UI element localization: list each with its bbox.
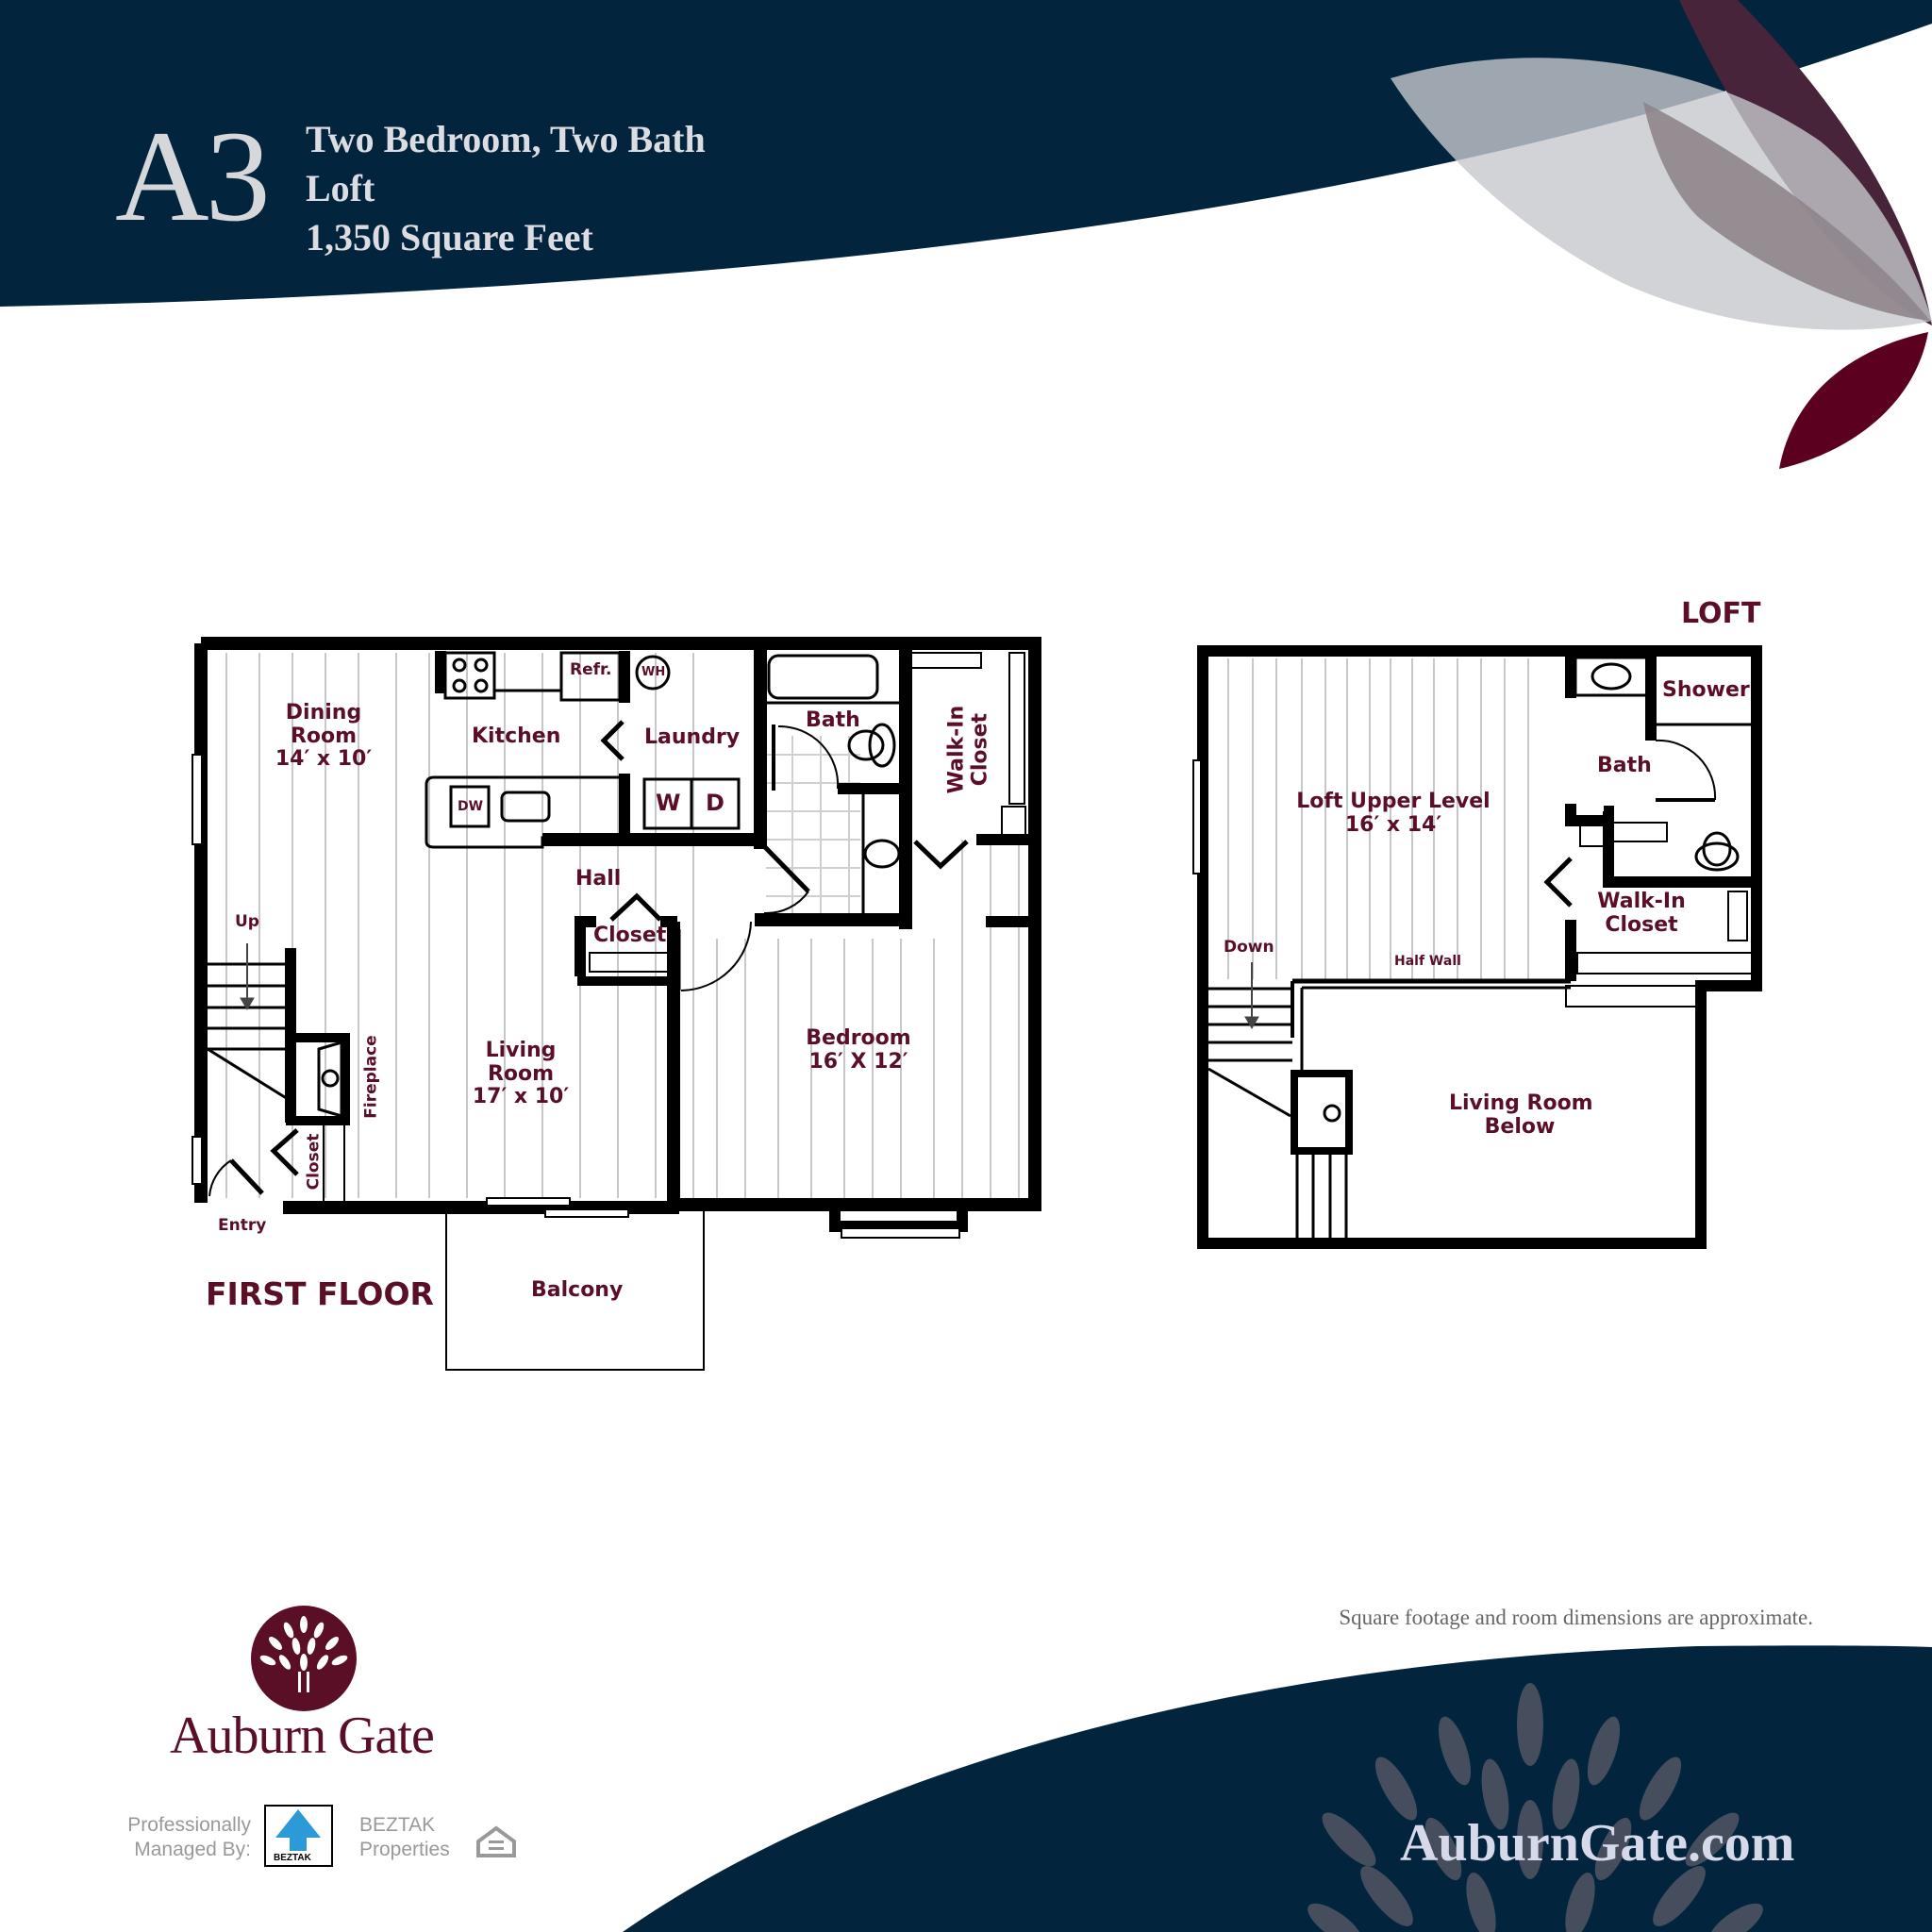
dishwasher-label: DW [458,799,484,814]
fireplace-label: Fireplace [361,1035,381,1119]
loft-walkin-name-2: Closet [1605,912,1678,937]
managed-by-text: Professionally Managed By: [121,1813,251,1863]
disclaimer: Square footage and room dimensions are a… [1339,1606,1813,1629]
company-line-2: Properties [359,1839,450,1861]
loft-upper-dims: 16′ x 14′ [1344,812,1442,837]
beztak-logo [264,1805,333,1867]
footer-band [623,1645,1932,1932]
plan-code: A3 [115,104,271,248]
dining-room-label: Dining Room 14′ x 10′ [270,701,377,772]
stairs-up-label: Up [235,912,259,931]
living-room-label: Living Room 17′ x 10′ [464,1039,577,1109]
walkin-closet-label: Walk-In Closet [944,698,991,802]
company-name: BEZTAK Properties [359,1813,450,1863]
half-wall-label: Half Wall [1394,954,1461,969]
living-room-below-label: Living Room Below [1449,1091,1593,1139]
dryer-label: D [706,790,724,816]
living-below-name-1: Living Room [1449,1091,1593,1115]
living-below-name-2: Below [1484,1114,1556,1139]
balcony-label: Balcony [531,1278,624,1302]
beztak-badge-label: BEZTAK [274,1853,311,1863]
plan-type: Loft [306,167,375,209]
plan-bed-bath: Two Bedroom, Two Bath [306,118,706,160]
bedroom-dims: 16′ X 12′ [808,1049,908,1074]
dining-dims: 14′ x 10′ [275,747,373,772]
loft-plan [1192,645,1762,1249]
dining-name-2: Room [290,724,358,748]
loft-upper-name: Loft Upper Level [1296,790,1491,813]
living-dims: 17′ x 10′ [472,1085,570,1109]
loft-bath-label: Bath [1597,754,1652,777]
first-floor-plan [192,637,1041,1371]
hall-closet-label: Closet [593,924,667,947]
shower-label: Shower [1662,678,1750,702]
bath-label: Bath [806,708,860,732]
bath-tiles [766,736,860,915]
living-name-1: Living [485,1039,557,1062]
company-line-1: BEZTAK [359,1814,436,1836]
loft-walkin-closet-label: Walk-In Closet [1594,890,1689,937]
entry-label: Entry [218,1216,267,1235]
loft-title: LOFT [1681,597,1761,630]
plan-square-feet: 1,350 Square Feet [306,216,593,258]
first-floor-title: FIRST FLOOR [206,1275,434,1312]
hall-label: Hall [575,867,622,891]
auburn-gate-logo-mark [251,1606,357,1711]
leaf-overlap [1643,102,1930,321]
water-heater-label: WH [641,665,666,679]
dining-name-1: Dining [285,701,362,724]
loft-walkin-name-1: Walk-In [1597,890,1686,913]
entry-closet-label: Closet [304,1133,324,1191]
brand-name: Auburn Gate [170,1707,435,1765]
walkin-name-1: Walk-In [944,705,969,794]
loft-upper-level-label: Loft Upper Level 16′ x 14′ [1296,790,1491,837]
loft-planks [1227,658,1529,979]
stairs-down-label: Down [1224,938,1274,957]
washer-label: W [656,790,681,816]
laundry-label: Laundry [644,725,741,749]
equal-housing-icon [476,1825,516,1857]
living-name-2: Room [487,1061,555,1086]
leaf-burgundy [1779,332,1928,469]
bedroom-label: Bedroom 16′ X 12′ [802,1026,915,1074]
floor-planks [225,653,1020,1198]
kitchen-label: Kitchen [472,724,561,748]
tree-silhouette [1307,1683,1763,1932]
website-link[interactable]: AuburnGate.com [1400,1814,1795,1873]
refrigerator-label: Refr. [570,660,612,679]
managed-by-line-1: Professionally [127,1814,251,1836]
walkin-name-2: Closet [968,712,991,787]
bedroom-name: Bedroom [806,1026,911,1050]
managed-by-line-2: Managed By: [134,1839,251,1861]
